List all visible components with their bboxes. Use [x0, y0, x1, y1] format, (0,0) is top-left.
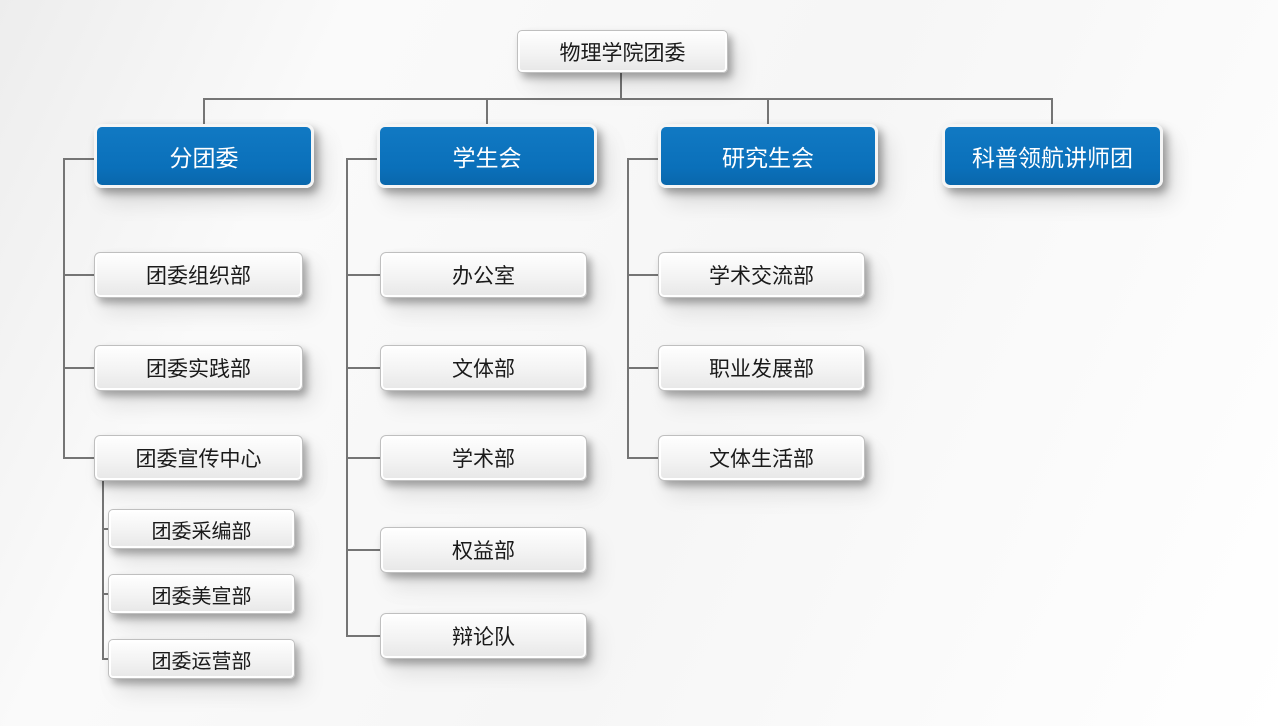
connector-branch2-stub-0 — [628, 274, 659, 276]
branch-node-label: 研究生会 — [722, 145, 814, 171]
connector-branch0-rail — [63, 158, 65, 459]
child-node-label: 团委组织部 — [146, 265, 251, 288]
root-node-label: 物理学院团委 — [559, 41, 686, 65]
branch-node-1: 学生会 — [377, 124, 597, 188]
child-node-label: 学术部 — [452, 448, 515, 471]
child-node-label: 辩论队 — [452, 626, 515, 649]
branch-node-label: 学生会 — [452, 145, 522, 171]
child-node-label: 职业发展部 — [709, 358, 814, 381]
child-node-label: 文体部 — [452, 358, 515, 381]
branch-node-0: 分团委 — [94, 124, 314, 188]
connector-root-drop — [620, 72, 622, 99]
child-node-1-3: 权益部 — [380, 527, 587, 573]
child-node-0-2: 团委宣传中心 — [94, 435, 303, 481]
connector-branch2-stub-2 — [628, 457, 659, 459]
branch-node-2: 研究生会 — [658, 124, 878, 188]
connector-branch0-stub-0 — [64, 274, 95, 276]
connector-branch1-stub-4 — [347, 635, 381, 637]
child-node-1-0: 办公室 — [380, 252, 587, 298]
connector-branch1-stub-2 — [347, 457, 381, 459]
branch-node-label: 科普领航讲师团 — [972, 145, 1133, 171]
root-node: 物理学院团委 — [517, 30, 728, 73]
connector-branch1-stub-0 — [347, 274, 381, 276]
connector-branch1-elbow — [347, 158, 378, 160]
child-node-0-0: 团委组织部 — [94, 252, 303, 298]
grandchild-node-label: 团委美宣部 — [151, 585, 252, 608]
connector-drop-branch-3 — [1051, 98, 1053, 126]
grandchild-node-0: 团委采编部 — [108, 509, 295, 549]
child-node-label: 文体生活部 — [709, 448, 814, 471]
connector-drop-branch-2 — [767, 98, 769, 126]
grandchild-node-label: 团委运营部 — [151, 650, 252, 673]
connector-branch1-rail — [346, 158, 348, 637]
child-node-1-4: 辩论队 — [380, 613, 587, 659]
connector-branch1-stub-3 — [347, 549, 381, 551]
branch-node-label: 分团委 — [169, 145, 239, 171]
connector-branch0-stub-2 — [64, 457, 95, 459]
connector-branch2-elbow — [628, 158, 659, 160]
connector-sub-rail — [102, 480, 104, 660]
connector-branch0-elbow — [64, 158, 94, 160]
child-node-1-1: 文体部 — [380, 345, 587, 391]
child-node-2-2: 文体生活部 — [658, 435, 865, 481]
child-node-label: 团委宣传中心 — [135, 448, 262, 471]
grandchild-node-1: 团委美宣部 — [108, 574, 295, 614]
connector-top-rail — [203, 98, 1053, 100]
grandchild-node-2: 团委运营部 — [108, 639, 295, 679]
connector-sub-stub-2 — [103, 658, 110, 660]
child-node-2-1: 职业发展部 — [658, 345, 865, 391]
child-node-label: 权益部 — [452, 540, 515, 563]
connector-drop-branch-1 — [486, 98, 488, 126]
child-node-label: 学术交流部 — [709, 265, 814, 288]
child-node-label: 办公室 — [452, 265, 515, 288]
connector-sub-stub-0 — [103, 528, 110, 530]
connector-branch1-stub-1 — [347, 367, 381, 369]
connector-sub-stub-1 — [103, 593, 110, 595]
child-node-0-1: 团委实践部 — [94, 345, 303, 391]
connector-branch2-rail — [627, 158, 629, 459]
child-node-1-2: 学术部 — [380, 435, 587, 481]
branch-node-3: 科普领航讲师团 — [942, 124, 1163, 188]
grandchild-node-label: 团委采编部 — [151, 520, 252, 543]
child-node-label: 团委实践部 — [146, 358, 251, 381]
connector-branch2-stub-1 — [628, 367, 659, 369]
connector-branch0-stub-1 — [64, 367, 95, 369]
child-node-2-0: 学术交流部 — [658, 252, 865, 298]
connector-drop-branch-0 — [203, 98, 205, 126]
